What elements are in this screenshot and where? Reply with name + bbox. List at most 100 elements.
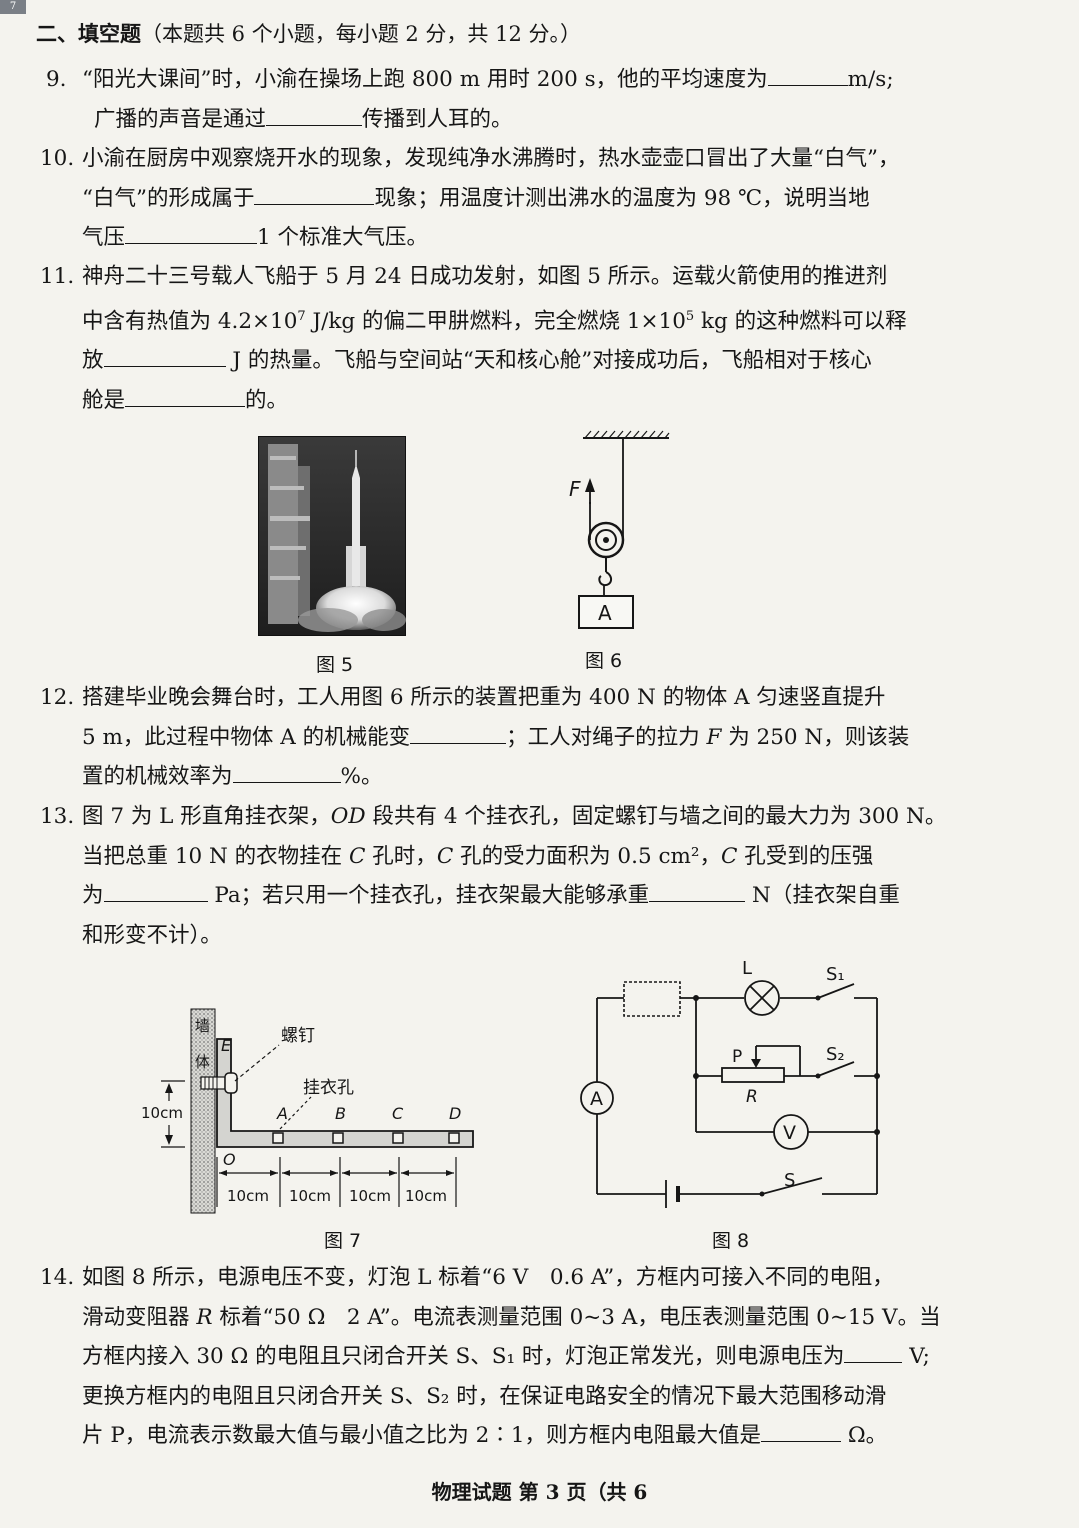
- answer-blank[interactable]: [103, 365, 226, 368]
- question-text: “阳光大课间”时，小渝在操场上跑 800 m 用时 200 s，他的平均速度为: [82, 67, 768, 92]
- figure-8-circuit-diagram: L S₁ P R S₂ A V S: [580, 958, 880, 1208]
- question-text: F: [706, 724, 722, 750]
- question-text: 和形变不计）。: [82, 922, 222, 948]
- answer-blank[interactable]: [410, 742, 507, 744]
- question-number: 12.: [40, 685, 75, 710]
- answer-blank[interactable]: [266, 124, 363, 126]
- figure-6-pulley-diagram: F A: [569, 430, 670, 629]
- question-text: N（挂衣架自重: [752, 883, 900, 908]
- question-text: 标着“50 Ω 2 A”。电流表测量范围 0~3 A，电压表测量范围 0~15 …: [212, 1304, 941, 1330]
- answer-blank[interactable]: [232, 781, 341, 783]
- question-text: ；工人对绳子的拉力: [506, 724, 707, 750]
- question-text: 为: [82, 883, 104, 908]
- question-text: Pa；若只用一个挂衣孔，挂衣架最大能够承重: [214, 883, 650, 908]
- voltmeter-label: V: [783, 1122, 796, 1144]
- question-text: 的。: [245, 387, 289, 413]
- question-12: 12.搭建毕业晚会舞台时，工人用图 6 所示的装置把重为 400 N 的物体 A…: [40, 678, 1040, 797]
- switch-s1-label: S₁: [826, 964, 845, 985]
- exponent: 5: [685, 308, 695, 324]
- answer-blank[interactable]: [125, 242, 258, 244]
- question-text: 片 P，电流表示数最大值与最小值之比为 2∶1，则方框内电阻最大值是: [82, 1423, 761, 1448]
- slider-p-label: P: [732, 1047, 742, 1067]
- question-text: 方框内接入 30 Ω 的电阻且只闭合开关 S、S₁ 时，灯泡正常发光，则电源电压…: [82, 1344, 845, 1369]
- question-text: 现象；用温度计测出沸水的温度为 98 ℃，说明当地: [374, 185, 870, 211]
- question-text: 传播到人耳的。: [362, 106, 513, 132]
- question-text: 放: [82, 348, 104, 374]
- figure-6-caption: 图 6: [585, 650, 623, 672]
- question-text: 如图 8 所示，电源电压不变，灯泡 L 标着“6 V 0.6 A”，方框内可接入…: [82, 1265, 894, 1290]
- figure-5-caption: 图 5: [316, 654, 354, 676]
- question-number: 11.: [40, 264, 75, 289]
- question-14: 14. 如图 8 所示，电源电压不变，灯泡 L 标着“6 V 0.6 A”，方框内…: [40, 1258, 1040, 1456]
- point-b-label: B: [335, 1104, 346, 1123]
- answer-blank[interactable]: [767, 84, 848, 86]
- figure-7-caption: 图 7: [324, 1230, 362, 1252]
- question-number: 14.: [40, 1265, 75, 1290]
- point-o-label: O: [223, 1150, 236, 1169]
- block-label: A: [598, 601, 612, 625]
- question-text: 段共有 4 个挂衣孔，固定螺钉与墙之间的最大力为 300 N。: [365, 804, 947, 829]
- point-a-label: A: [276, 1104, 288, 1123]
- hole-label: 挂衣孔: [303, 1078, 354, 1098]
- question-text: 1 个标准大气压。: [257, 225, 429, 250]
- page-corner-tab: 7: [0, 0, 26, 14]
- question-text: 神舟二十三号载人飞船于 5 月 24 日成功发射，如图 5 所示。运载火箭使用的…: [82, 264, 888, 289]
- exponent: 7: [297, 308, 306, 324]
- answer-blank[interactable]: [103, 900, 208, 902]
- question-text: 图 7 为 L 形直角挂衣架，: [82, 804, 331, 829]
- question-11: 11. 神舟二十三号载人飞船于 5 月 24 日成功发射，如图 5 所示。运载火箭…: [40, 257, 1040, 420]
- segment-3-dimension: 10cm: [349, 1187, 391, 1205]
- rheostat-r-label: R: [746, 1087, 758, 1107]
- question-13: 13. 图 7 为 L 形直角挂衣架，OD 段共有 4 个挂衣孔，固定螺钉与墙之间…: [40, 797, 1040, 955]
- answer-blank[interactable]: [649, 900, 746, 902]
- answer-blank[interactable]: [254, 203, 375, 205]
- page-footer: 物理试题 第 3 页（共 6: [431, 1480, 648, 1504]
- question-text: 当把总重 10 N 的衣物挂在: [82, 843, 350, 869]
- segment-1-dimension: 10cm: [227, 1187, 269, 1205]
- question-text: 中含有热值为 4.2×10: [82, 308, 298, 334]
- answer-blank[interactable]: [844, 1361, 903, 1363]
- question-text: 舱是: [82, 387, 126, 413]
- segment-4-dimension: 10cm: [405, 1187, 447, 1205]
- switch-s2-label: S₂: [826, 1044, 845, 1065]
- question-text: V;: [909, 1344, 930, 1369]
- point-c-label: C: [392, 1104, 404, 1123]
- segment-2-dimension: 10cm: [289, 1187, 331, 1205]
- question-text: 广播的声音是通过: [94, 106, 267, 132]
- question-text: 小渝在厨房中观察烧开水的现象，发现纯净水沸腾时，热水壶壶口冒出了大量“白气”，: [82, 146, 900, 171]
- switch-s-label: S: [784, 1170, 795, 1191]
- question-text: C: [721, 843, 738, 869]
- question-text: R: [196, 1304, 213, 1330]
- figure-5-rocket-photo: [258, 436, 406, 636]
- question-number: 13.: [40, 804, 75, 829]
- question-number: 9.: [46, 67, 67, 92]
- section-title: 二、填空题: [36, 21, 141, 46]
- question-number: 10.: [40, 146, 75, 171]
- section-note: （本题共 6 个小题，每小题 2 分，共 12 分。）: [141, 22, 581, 46]
- question-text: OD: [330, 804, 366, 829]
- question-text: J 的热量。飞船与空间站“天和核心舱”对接成功后，飞船相对于核心: [232, 348, 872, 374]
- figure-7-hanger-diagram: 墙 体 螺钉 E 挂衣孔 A B C D O 10cm 10cm 10cm 10…: [141, 1008, 474, 1214]
- question-text: C: [436, 843, 454, 869]
- question-text: 为 250 N，则该装: [721, 724, 910, 750]
- figure-8-caption: 图 8: [712, 1230, 750, 1252]
- question-text: 滑动变阻器: [82, 1304, 197, 1330]
- height-dimension: 10cm: [141, 1104, 183, 1122]
- ammeter-label: A: [590, 1088, 603, 1110]
- question-10: 10. 小渝在厨房中观察烧开水的现象，发现纯净水沸腾时，热水壶壶口冒出了大量“白气…: [40, 139, 1040, 258]
- question-text: 孔时，: [365, 843, 437, 869]
- question-text: J/kg 的偏二甲肼燃料，完全燃烧 1×10: [305, 308, 686, 334]
- question-text: kg 的这种燃料可以释: [694, 308, 907, 334]
- question-text: C: [349, 843, 366, 869]
- point-d-label: D: [449, 1104, 461, 1123]
- question-text: “白气”的形成属于: [82, 185, 255, 211]
- answer-blank[interactable]: [125, 405, 246, 407]
- answer-blank[interactable]: [761, 1440, 841, 1442]
- wall-label-2: 体: [195, 1053, 210, 1071]
- force-label: F: [569, 477, 581, 501]
- question-text: 更换方框内的电阻且只闭合开关 S、S₂ 时，在保证电路安全的情况下最大范围移动滑: [82, 1383, 887, 1409]
- wall-label-1: 墙: [195, 1017, 210, 1035]
- question-text: 气压: [82, 225, 126, 250]
- section-heading: 二、填空题（本题共 6 个小题，每小题 2 分，共 12 分。）: [36, 18, 581, 48]
- question-text: 孔受到的压强: [737, 843, 874, 869]
